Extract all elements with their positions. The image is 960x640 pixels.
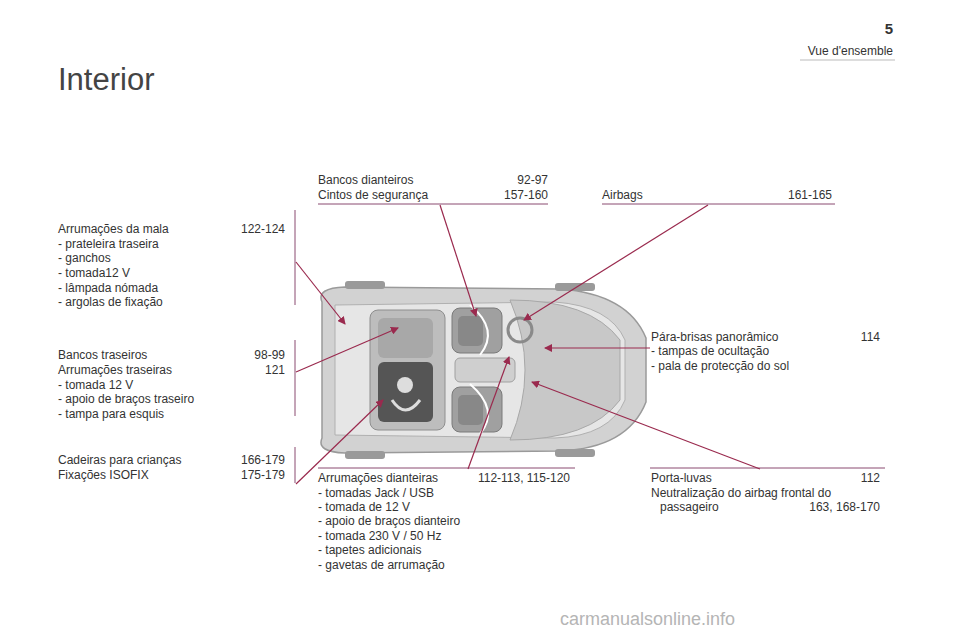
page-ref: 163, 168-170 bbox=[809, 500, 880, 514]
page-ref: 92-97 bbox=[517, 173, 548, 187]
callout-item: - tampa para esquis bbox=[58, 407, 164, 421]
callout-item: - tapetes adicionais bbox=[318, 543, 421, 557]
callout-heading: Pára-brisas panorâmico bbox=[651, 330, 778, 344]
callout-heading: Fixações ISOFIX bbox=[58, 468, 149, 482]
callout-item: - apoio de braços dianteiro bbox=[318, 514, 460, 528]
callout-item: - tomada 12 V bbox=[58, 378, 133, 392]
callout-item: - ganchos bbox=[58, 251, 111, 265]
watermark: carmanualsonline.info bbox=[560, 608, 735, 630]
callout-item: - prateleira traseira bbox=[58, 237, 159, 251]
page-ref: 98-99 bbox=[254, 348, 285, 362]
callout-heading: Neutralização do airbag frontal do passa… bbox=[651, 486, 836, 514]
page-ref: 122-124 bbox=[241, 222, 285, 236]
callout-item: - argolas de fixação bbox=[58, 295, 163, 309]
page-ref: 114 bbox=[861, 330, 880, 344]
callout-heading: Cintos de segurança bbox=[318, 188, 428, 202]
page-number: 5 bbox=[885, 20, 893, 38]
callout-heading: Bancos traseiros bbox=[58, 348, 147, 362]
callout-heading: Cadeiras para crianças bbox=[58, 453, 181, 467]
callout-item: - tomadas Jack / USB bbox=[318, 486, 434, 500]
callout-item: - apoio de braços traseiro bbox=[58, 392, 194, 406]
callout-item: - tomada de 12 V bbox=[318, 500, 410, 514]
callout-heading: Arrumações traseiras bbox=[58, 363, 172, 377]
callout-heading: Porta-luvas bbox=[651, 471, 712, 485]
callout-item: - tomada12 V bbox=[58, 266, 130, 280]
page-ref: 112 bbox=[861, 471, 880, 485]
section-name: Vue d'ensemble bbox=[808, 44, 893, 58]
page-ref: 121 bbox=[265, 363, 285, 377]
page-ref: 161-165 bbox=[788, 188, 832, 202]
callout-heading: Bancos dianteiros bbox=[318, 173, 413, 187]
page-title: Interior bbox=[58, 62, 154, 98]
page-ref: 175-179 bbox=[241, 468, 285, 482]
callout-heading: Arrumações da mala bbox=[58, 222, 169, 236]
callout-heading: Airbags bbox=[602, 188, 643, 202]
callout-item: - pala de protecção do sol bbox=[651, 359, 789, 373]
page-ref: 112-113, 115-120 bbox=[478, 471, 570, 485]
page-ref: 157-160 bbox=[504, 188, 548, 202]
callout-heading: Arrumações dianteiras bbox=[318, 471, 438, 485]
callout-item: - gavetas de arrumação bbox=[318, 558, 445, 572]
callout-item: - tomada 230 V / 50 Hz bbox=[318, 529, 441, 543]
page-ref: 166-179 bbox=[241, 453, 285, 467]
callout-item: - tampas de ocultação bbox=[651, 344, 769, 358]
callout-item: - lâmpada nómada bbox=[58, 281, 158, 295]
